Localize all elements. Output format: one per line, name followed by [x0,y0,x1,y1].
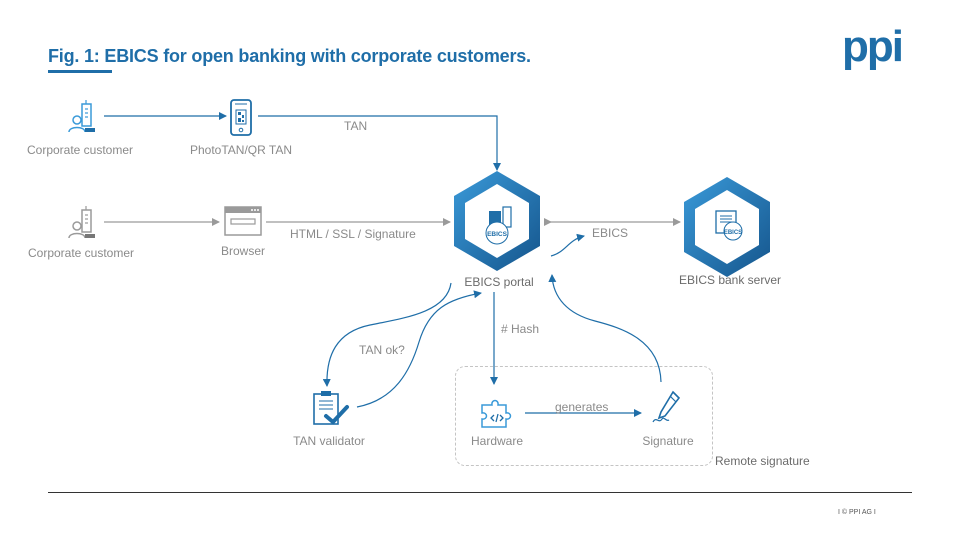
tan-validator-label: TAN validator [293,434,365,448]
corporate-customer-icon [68,206,95,239]
ebics-bank-server-hexagon: EBICS [684,177,770,277]
signature-pen-icon [652,390,681,423]
browser-label: Browser [220,244,266,258]
server-document-icon [715,210,743,241]
footer-copyright: I © PPI AG I [838,509,876,516]
clipboard-check-icon [313,391,349,425]
ppi-logo: ppi [842,22,904,71]
phone-qr-icon [230,99,252,136]
ebics-portal-icon [485,206,512,245]
remote-signature-group [455,366,713,466]
signature-label: Signature [642,434,694,448]
edge-tan-validator-to-portal [356,290,482,408]
title-underline [48,70,112,73]
remote-signature-label: Remote signature [715,454,810,468]
browser-icon [224,206,262,236]
edge-label-html-ssl: HTML / SSL / Signature [290,227,416,241]
edge-label-tan: TAN [344,119,368,133]
edge-signature-to-portal [548,274,662,383]
server-badge-text: EBICS [724,230,742,236]
corporate-customer-icon [68,100,95,133]
page-title: Fig. 1: EBICS for open banking with corp… [48,46,531,66]
footer-divider [48,492,912,493]
portal-badge-text: EBICS [487,231,508,238]
ebics-portal-label: EBICS portal [464,275,534,289]
corporate-customer-label: Corporate customer [27,246,135,260]
puzzle-hardware-icon [481,399,512,428]
phototan-label: PhotoTAN/QR TAN [189,143,293,157]
ebics-bank-server-label: EBICS bank server [678,273,782,287]
edge-phototan-to-portal [258,115,501,171]
ebics-portal-hexagon: EBICS [454,171,540,271]
edge-ebics-curve [550,233,585,257]
edge-label-tan-ok: TAN ok? [359,343,405,357]
corporate-customer-label: Corporate customer [26,143,134,157]
hardware-label: Hardware [470,434,524,448]
edge-label-ebics: EBICS [592,226,629,240]
edge-label-generates: generates [555,400,609,414]
edge-portal-to-tan-validator [322,282,452,387]
edge-label-hash: # Hash [501,322,540,336]
edge-portal-to-bank-server [544,218,681,226]
